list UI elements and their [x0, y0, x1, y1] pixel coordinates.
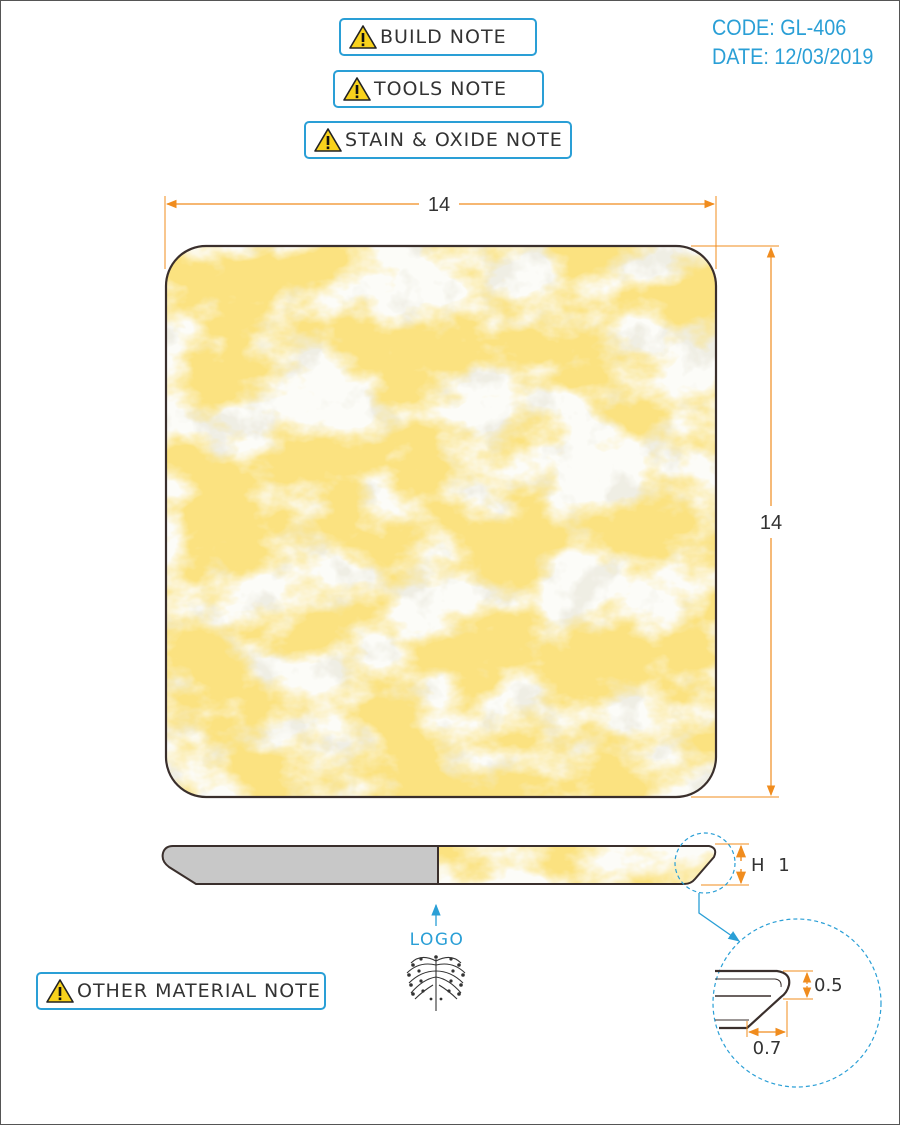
other-material-note-label: OTHER MATERIAL NOTE: [77, 980, 321, 1002]
drawing-date: DATE: 12/03/2019: [712, 44, 874, 69]
rim-width-dimension: [746, 1001, 788, 1037]
build-note-button[interactable]: BUILD NOTE: [339, 18, 537, 56]
rim-height-label: 0.5: [814, 975, 843, 996]
stain-oxide-note-button[interactable]: STAIN & OXIDE NOTE: [304, 121, 572, 159]
plate-side-view: [161, 845, 717, 885]
width-dimension: [164, 196, 717, 269]
stain-oxide-note-label: STAIN & OXIDE NOTE: [345, 129, 563, 151]
tools-note-button[interactable]: TOOLS NOTE: [333, 70, 544, 108]
warning-icon: [349, 25, 377, 49]
plate-outline: [164, 244, 718, 799]
detail-leader-arrow: [698, 893, 740, 942]
other-material-note-button[interactable]: OTHER MATERIAL NOTE: [36, 972, 326, 1010]
height-dimension-label: 14: [760, 512, 782, 534]
rim-detail-profile: [715, 969, 791, 1030]
warning-icon: [343, 77, 371, 101]
width-dimension-label: 14: [428, 194, 450, 216]
detail-callout-circle: [674, 832, 736, 894]
code-date-block: CODE: GL-406 DATE: 12/03/2019: [712, 13, 891, 71]
plate-top-view: [166, 246, 716, 797]
detail-view-circle: [712, 918, 882, 1088]
product-code: CODE: GL-406: [712, 15, 847, 40]
build-note-label: BUILD NOTE: [380, 26, 507, 48]
warning-icon: [46, 979, 74, 1003]
tree-logo-icon: [406, 955, 466, 1011]
rim-width-label: 0.7: [753, 1038, 782, 1059]
tools-note-label: TOOLS NOTE: [374, 78, 507, 100]
warning-icon: [314, 128, 342, 152]
height-dimension: [691, 245, 779, 798]
thickness-dimension-label: H 1: [751, 855, 794, 876]
logo-label: LOGO: [410, 930, 465, 950]
rim-height-dimension: [783, 970, 813, 1000]
